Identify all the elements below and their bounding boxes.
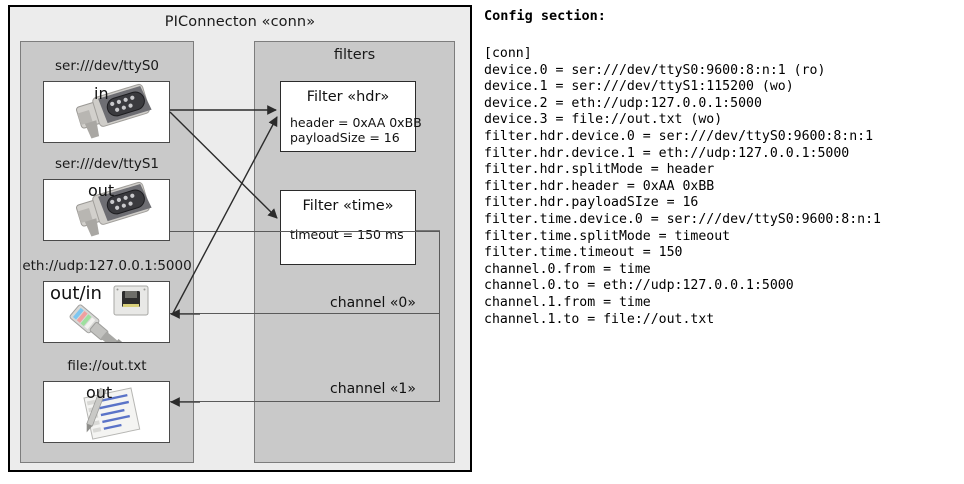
config-line: filter.hdr.device.1 = eth://udp:127.0.0.…	[484, 145, 850, 161]
device-card-ttys0[interactable]: in	[43, 81, 170, 143]
device-card-eth[interactable]: out/in	[43, 281, 170, 343]
filter-time-attr-timeout: timeout = 150 ms	[290, 227, 404, 242]
config-line: filter.time.splitMode = timeout	[484, 228, 731, 244]
channel-1-route	[170, 314, 440, 402]
device-label-ttys1: ser:///dev/ttyS1	[55, 156, 159, 172]
channel-0-label: channel «0»	[330, 295, 416, 311]
component-title: PIConnecton «conn»	[164, 14, 316, 30]
device-direction-outin: out/in	[50, 283, 102, 304]
ethernet-connector-icon	[69, 285, 149, 342]
document-pencil-icon	[83, 387, 141, 440]
device-label-eth: eth://udp:127.0.0.1:5000	[22, 258, 192, 274]
serial-connector-icon	[76, 83, 152, 139]
filters-panel-title: filters	[333, 47, 376, 63]
config-line: filter.hdr.device.0 = ser:///dev/ttyS0:9…	[484, 128, 874, 144]
config-line: filter.time.device.0 = ser:///dev/ttyS0:…	[484, 211, 881, 227]
config-line: channel.0.to = eth://udp:127.0.0.1:5000	[484, 278, 794, 294]
device-label-ttys0: ser:///dev/ttyS0	[55, 58, 159, 74]
config-text-block: [conn]device.0 = ser:///dev/ttyS0:9600:8…	[484, 46, 881, 328]
device-direction-out-file: out	[86, 383, 113, 402]
filter-card-hdr[interactable]: Filter «hdr» header = 0xAA 0xBB payloadS…	[280, 81, 422, 152]
config-line: filter.hdr.payloadSIze = 16	[484, 195, 699, 211]
config-line: device.1 = ser:///dev/ttyS1:115200 (wo)	[484, 79, 794, 95]
config-line: device.3 = file://out.txt (wo)	[484, 112, 723, 128]
device-direction-out: out	[88, 181, 115, 200]
config-line: channel.1.from = time	[484, 294, 651, 310]
config-heading: Config section:	[484, 8, 606, 24]
device-card-ttys1[interactable]: out	[43, 179, 170, 241]
config-line: channel.0.from = time	[484, 261, 651, 277]
config-line: channel.1.to = file://out.txt	[484, 311, 715, 327]
filter-card-time[interactable]: Filter «time» timeout = 150 ms	[280, 190, 416, 265]
config-line: filter.hdr.header = 0xAA 0xBB	[484, 178, 715, 194]
filter-hdr-title: Filter «hdr»	[306, 89, 390, 105]
config-line: device.0 = ser:///dev/ttyS0:9600:8:n:1 (…	[484, 62, 826, 78]
channel-1-label: channel «1»	[330, 381, 416, 397]
device-card-file[interactable]: out	[43, 381, 170, 443]
channel-0-route	[170, 231, 440, 314]
filter-time-title: Filter «time»	[302, 198, 394, 214]
config-line: [conn]	[484, 46, 532, 61]
filter-hdr-attr-payloadsize: payloadSize = 16	[290, 130, 400, 145]
device-direction-in: in	[94, 84, 109, 103]
serial-connector-icon	[76, 181, 152, 237]
filter-hdr-attr-header: header = 0xAA 0xBB	[290, 115, 422, 130]
device-label-file: file://out.txt	[67, 358, 147, 374]
config-line: device.2 = eth://udp:127.0.0.1:5000	[484, 95, 762, 111]
config-line: filter.hdr.splitMode = header	[484, 162, 715, 178]
config-line: filter.time.timeout = 150	[484, 245, 683, 261]
